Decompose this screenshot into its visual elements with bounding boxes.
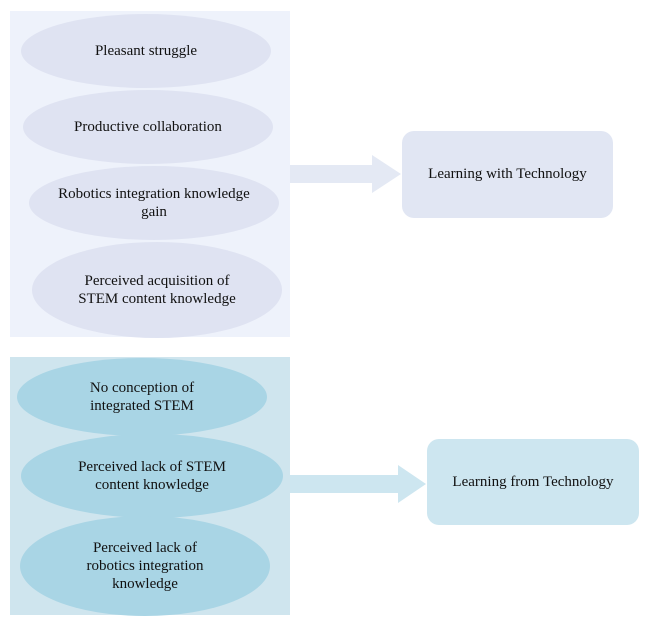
bottom-item-no-conception: No conception of integrated STEM bbox=[17, 358, 267, 436]
top-item-pleasant-struggle: Pleasant struggle bbox=[21, 14, 271, 88]
outcome-learning-from-technology: Learning from Technology bbox=[427, 439, 639, 525]
bottom-item-lack-robotics-integration: Perceived lack of robotics integration k… bbox=[20, 516, 270, 616]
top-item-robotics-integration-knowledge-gain: Robotics integration knowledge gain bbox=[29, 166, 279, 240]
outcome-learning-with-technology: Learning with Technology bbox=[402, 131, 613, 218]
bottom-item-lack-stem-content: Perceived lack of STEM content knowledge bbox=[21, 434, 283, 518]
top-item-productive-collaboration: Productive collaboration bbox=[23, 90, 273, 164]
top-item-perceived-acquisition: Perceived acquisition of STEM content kn… bbox=[32, 242, 282, 338]
bottom-arrow-icon bbox=[290, 465, 426, 503]
top-arrow-icon bbox=[290, 155, 401, 193]
